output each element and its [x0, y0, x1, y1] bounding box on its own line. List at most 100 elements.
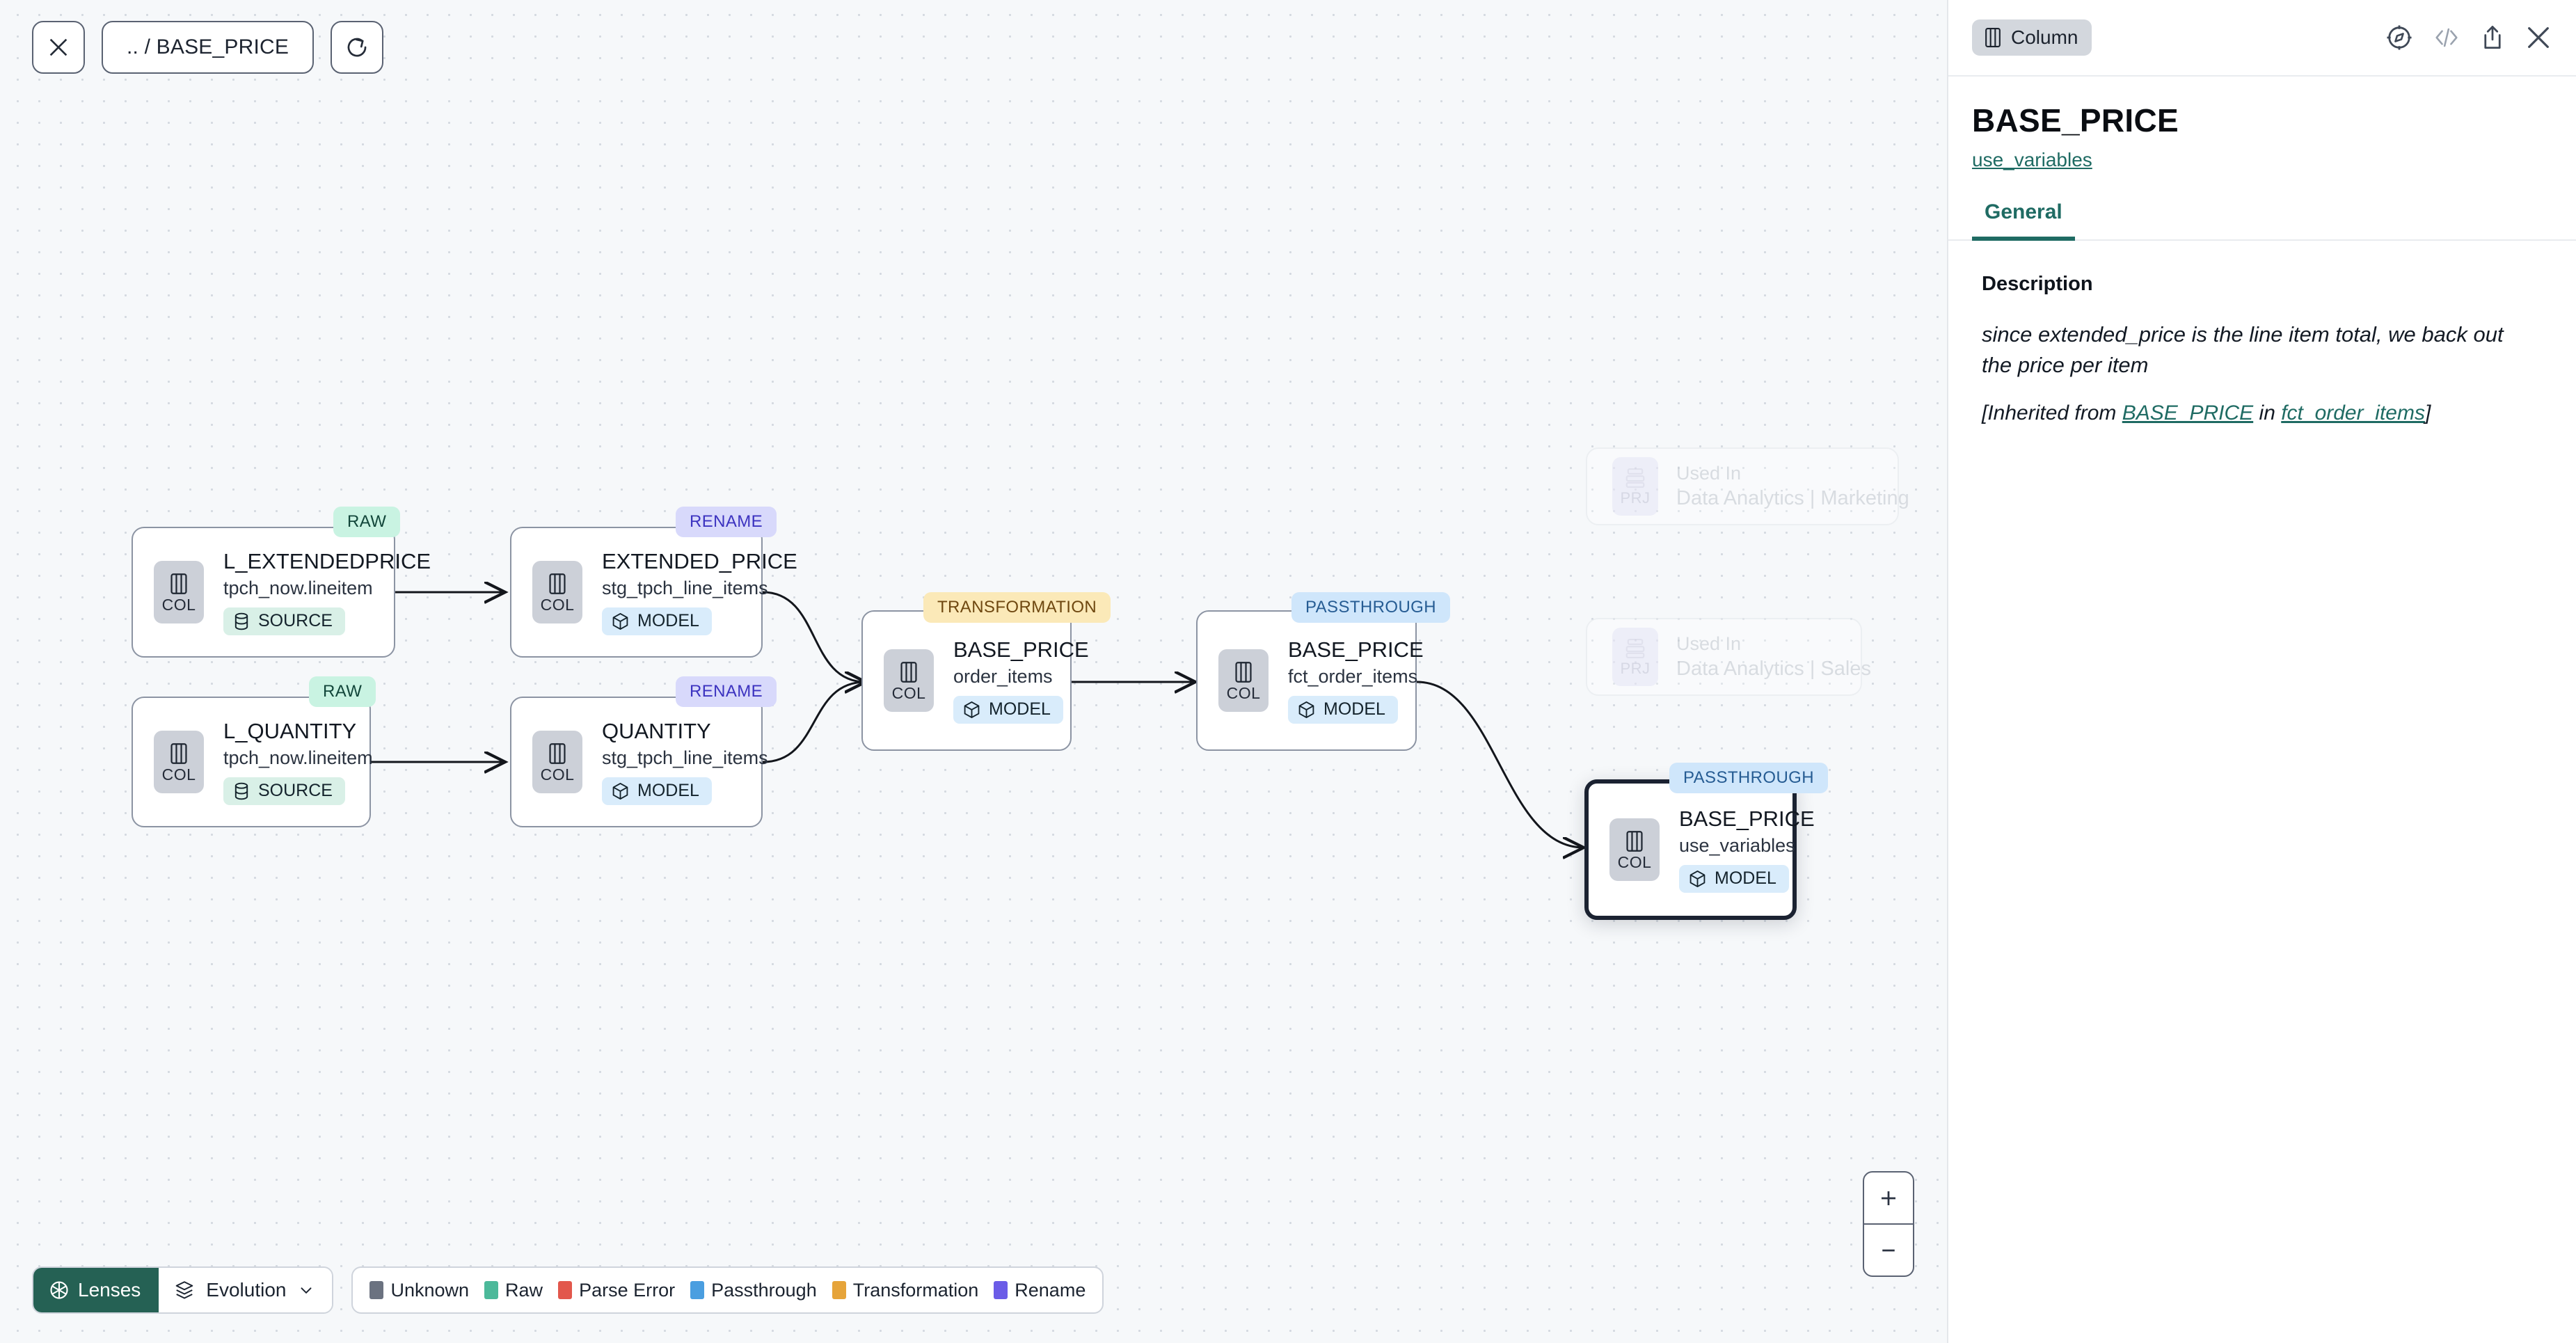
node-icon-label: COL	[540, 765, 575, 784]
legend-item-parse-error: Parse Error	[558, 1280, 675, 1301]
share-button[interactable]	[2480, 24, 2505, 51]
legend-item-rename: Rename	[994, 1280, 1086, 1301]
entity-type-chip[interactable]: Column	[1972, 19, 2092, 56]
ghost-node-used-in-marketing[interactable]: PRJ Used In Data Analytics | Marketing	[1586, 447, 1909, 525]
code-icon	[2435, 28, 2458, 47]
compass-icon	[2387, 25, 2412, 50]
node-title: BASE_PRICE	[1288, 637, 1424, 662]
minus-icon	[1882, 1249, 1895, 1251]
breadcrumb-button[interactable]: .. / BASE_PRICE	[102, 21, 315, 74]
database-icon	[234, 612, 248, 630]
legend-swatch	[369, 1281, 384, 1299]
lineage-node-base-price-fct-order-items[interactable]: COL BASE_PRICE fct_order_items MODEL	[1196, 610, 1424, 751]
lineage-node-base-price-use-variables[interactable]: COL BASE_PRICE use_variables MODEL	[1584, 779, 1815, 920]
node-badge-model: MODEL	[602, 607, 712, 635]
parent-model-link[interactable]: use_variables	[1972, 149, 2092, 170]
node-icon-label: COL	[540, 595, 575, 614]
columns-icon	[1235, 661, 1252, 683]
column-icon-box: COL	[154, 731, 204, 793]
node-badge-source: SOURCE	[223, 777, 345, 805]
node-badge-label: MODEL	[1323, 699, 1385, 720]
chevron-down-icon	[301, 1287, 312, 1294]
columns-icon	[900, 661, 917, 683]
lineage-node-extended-price[interactable]: COL EXTENDED_PRICE stg_tpch_line_items M…	[510, 527, 797, 658]
inherited-column-link[interactable]: BASE_PRICE	[2122, 402, 2254, 425]
lineage-canvas[interactable]: .. / BASE_PRICE PRJ Used In	[0, 0, 1947, 1343]
node-title: L_EXTENDEDPRICE	[223, 549, 431, 574]
lineage-node-base-price-order-items[interactable]: COL BASE_PRICE order_items MODEL	[861, 610, 1089, 751]
zoom-controls	[1863, 1171, 1914, 1277]
node-badge-label: SOURCE	[258, 781, 333, 801]
project-icon	[1625, 468, 1645, 488]
node-subtitle: stg_tpch_line_items	[602, 577, 768, 598]
ghost-node-used-in-sales[interactable]: PRJ Used In Data Analytics | Sales	[1586, 618, 1871, 696]
project-icon-box: PRJ	[1612, 628, 1658, 686]
legend-label: Unknown	[390, 1279, 470, 1301]
inherited-suffix: ]	[2424, 402, 2431, 425]
node-tag-rename: RENAME	[676, 507, 777, 537]
lenses-label: Lenses	[78, 1279, 141, 1301]
database-icon	[234, 782, 248, 800]
evolution-dropdown[interactable]: Evolution	[159, 1268, 333, 1312]
columns-icon	[549, 742, 566, 764]
lineage-node-quantity[interactable]: COL QUANTITY stg_tpch_line_items MODEL	[510, 697, 768, 827]
legend-item-passthrough: Passthrough	[690, 1280, 817, 1301]
close-icon	[49, 38, 67, 56]
node-badge-label: MODEL	[989, 699, 1051, 720]
node-icon-label: COL	[1226, 683, 1261, 702]
node-title: BASE_PRICE	[1679, 806, 1815, 832]
node-tag-passthrough: PASSTHROUGH	[1291, 592, 1450, 623]
evolution-label: Evolution	[206, 1279, 287, 1301]
description-section: Description since extended_price is the …	[1948, 241, 2576, 425]
entity-type-label: Column	[2011, 26, 2078, 48]
legend-swatch	[558, 1281, 573, 1299]
node-badge-model: MODEL	[602, 777, 712, 805]
legend-swatch	[484, 1281, 499, 1299]
node-badge-model: MODEL	[1679, 864, 1789, 893]
refresh-button[interactable]	[331, 21, 384, 74]
lineage-legend: Unknown Raw Parse Error Passthrough Tran…	[351, 1266, 1104, 1314]
node-badge-label: SOURCE	[258, 611, 333, 631]
lenses-button[interactable]: Lenses	[33, 1268, 159, 1312]
node-subtitle: fct_order_items	[1288, 665, 1418, 687]
cube-icon	[612, 612, 628, 630]
node-subtitle: tpch_now.lineitem	[223, 577, 373, 598]
node-tag-rename: RENAME	[676, 676, 777, 707]
ghost-node-title: Data Analytics | Sales	[1676, 658, 1871, 680]
node-tag-transformation: TRANSFORMATION	[923, 592, 1111, 623]
project-icon	[1625, 638, 1645, 658]
ghost-icon-label: PRJ	[1620, 659, 1651, 677]
view-code-button[interactable]	[2433, 25, 2460, 50]
breadcrumb: .. / BASE_PRICE	[127, 35, 289, 58]
details-panel-title-block: BASE_PRICE use_variables	[1948, 77, 2576, 171]
cube-icon	[1689, 870, 1706, 887]
column-icon-box: COL	[154, 561, 204, 623]
canvas-toolbar: .. / BASE_PRICE	[32, 21, 384, 74]
project-icon-box: PRJ	[1612, 457, 1658, 516]
zoom-out-button[interactable]	[1864, 1225, 1913, 1276]
zoom-in-button[interactable]	[1864, 1173, 1913, 1223]
legend-label: Passthrough	[711, 1279, 817, 1301]
legend-swatch	[994, 1281, 1008, 1299]
ghost-icon-label: PRJ	[1620, 488, 1651, 507]
node-icon-label: COL	[1617, 852, 1652, 871]
legend-item-raw: Raw	[484, 1280, 543, 1301]
canvas-bottom-bar: Lenses Evolution Unkno	[32, 1266, 1104, 1314]
close-graph-button[interactable]	[32, 21, 85, 74]
column-icon-box: COL	[532, 731, 582, 793]
explore-button[interactable]	[2385, 24, 2413, 51]
legend-label: Parse Error	[579, 1279, 676, 1301]
description-text: since extended_price is the line item to…	[1982, 322, 2504, 378]
lineage-node-l-extendedprice[interactable]: COL L_EXTENDEDPRICE tpch_now.lineitem SO…	[132, 527, 431, 658]
node-title: QUANTITY	[602, 719, 711, 744]
node-tag-raw: RAW	[333, 507, 401, 537]
description-heading: Description	[1982, 273, 2093, 295]
lineage-node-l-quantity[interactable]: COL L_QUANTITY tpch_now.lineitem SOURCE	[132, 697, 373, 827]
cube-icon	[612, 782, 628, 800]
inherited-model-link[interactable]: fct_order_items	[2281, 402, 2425, 425]
zoom-divider	[1864, 1223, 1913, 1225]
node-subtitle: stg_tpch_line_items	[602, 747, 768, 768]
tab-general[interactable]: General	[1972, 200, 2075, 241]
close-panel-button[interactable]	[2525, 24, 2552, 51]
columns-icon	[1626, 830, 1643, 852]
